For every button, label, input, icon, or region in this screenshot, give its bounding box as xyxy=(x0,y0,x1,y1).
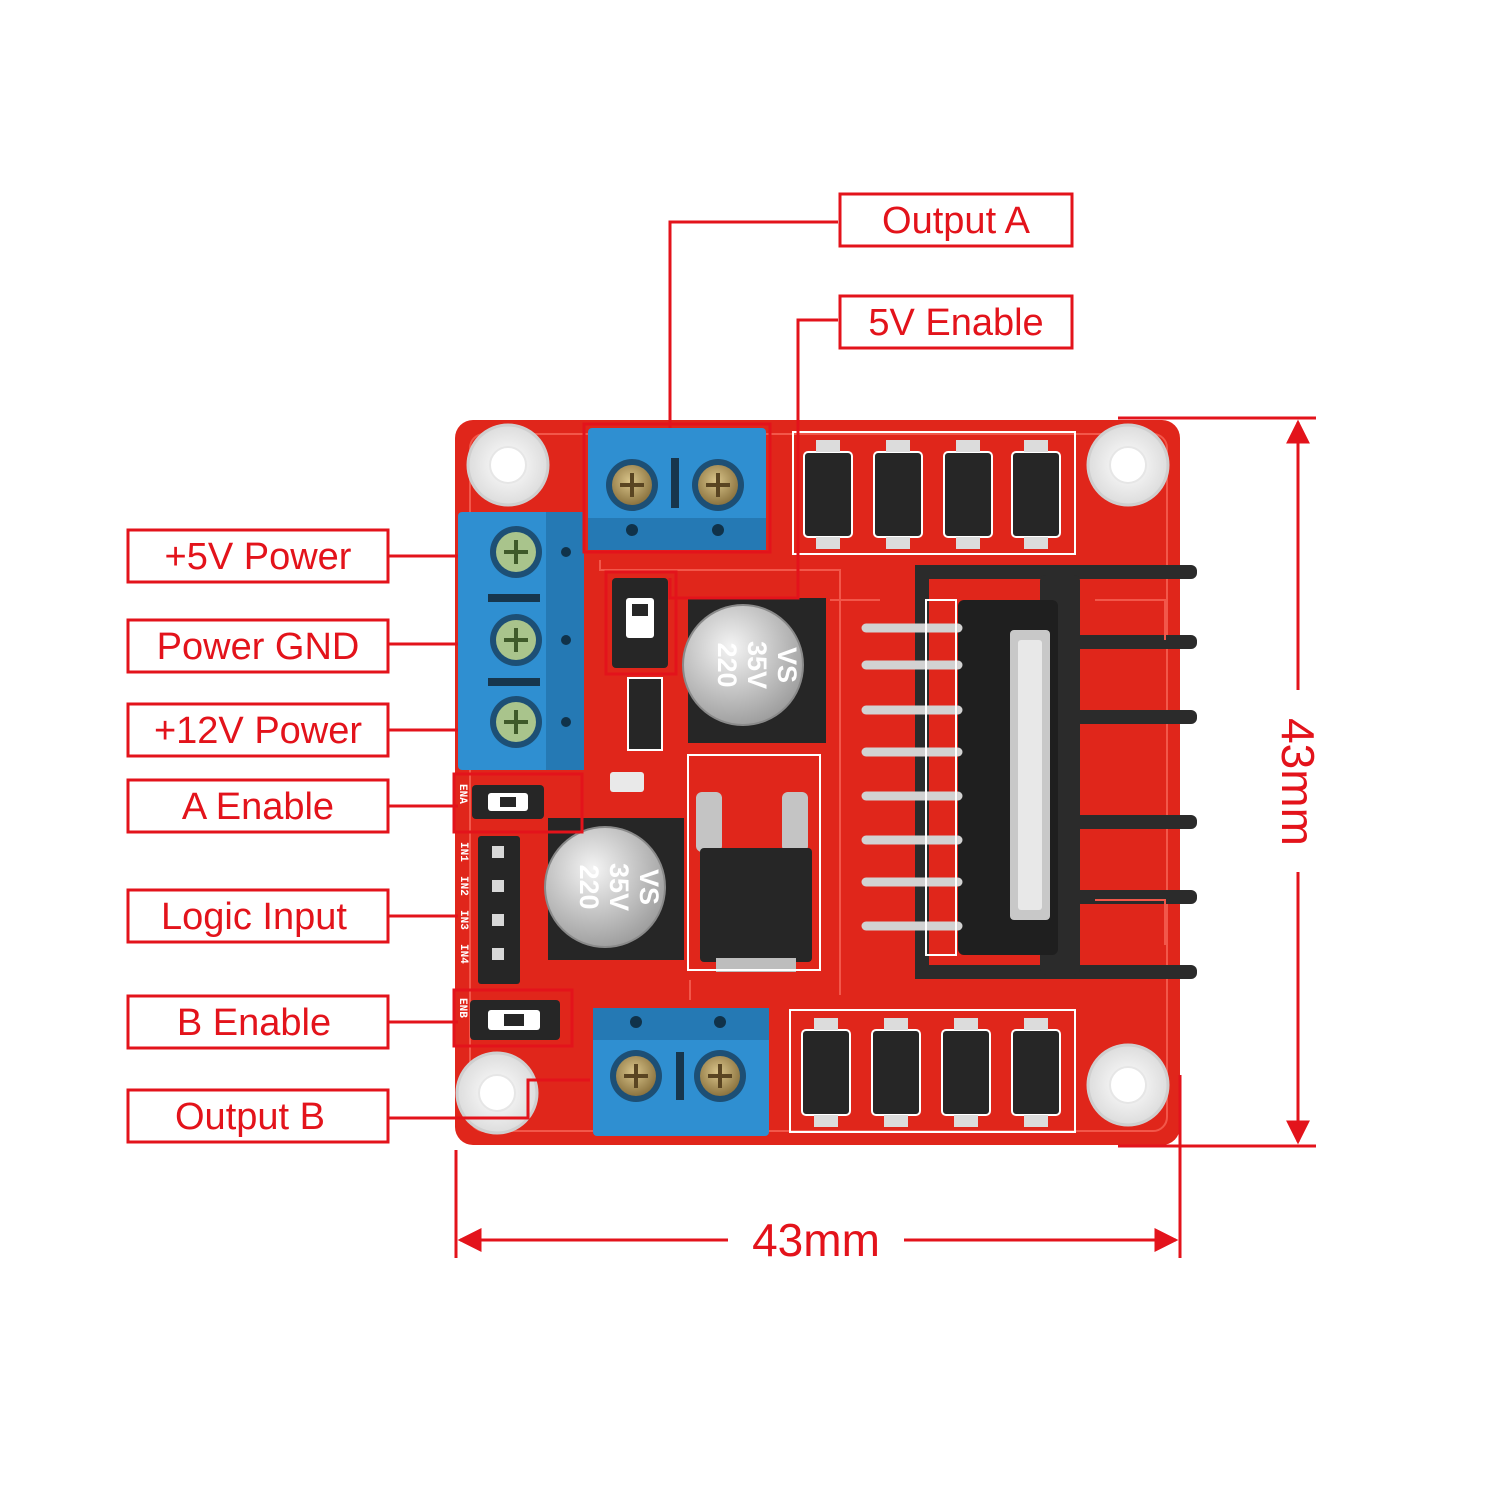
a-enable-jumper: ENA xyxy=(456,784,544,819)
capacitor-bottom-line3: VS xyxy=(634,869,664,905)
callout-plus12v-power: +12V Power xyxy=(126,702,390,758)
screw-icon xyxy=(694,1050,746,1102)
dimension-width: 43mm xyxy=(454,1075,1182,1266)
smd-resistor xyxy=(627,677,663,751)
voltage-regulator xyxy=(687,754,821,972)
callout-five-v-enable: 5V Enable xyxy=(838,294,1074,350)
screw-icon xyxy=(490,526,542,578)
callout-b-enable: B Enable xyxy=(126,994,390,1050)
pin-label-ena: ENA xyxy=(456,784,468,804)
pin-label-in1: IN1 xyxy=(457,842,469,862)
power-terminal xyxy=(458,512,584,770)
l298n-driver-chip xyxy=(861,565,1197,979)
callout-logic-input: Logic Input xyxy=(126,888,390,944)
pin-label-enb: ENB xyxy=(456,998,468,1018)
label-logic-input: Logic Input xyxy=(161,896,347,938)
callout-output-b: Output B xyxy=(126,1088,390,1144)
pcb-traces xyxy=(599,560,1166,1000)
screw-icon xyxy=(610,1050,662,1102)
five-v-enable-jumper xyxy=(612,578,668,668)
screw-icon xyxy=(692,459,744,511)
label-plus5v-power: +5V Power xyxy=(165,536,352,578)
capacitor-top-line3: VS xyxy=(772,647,802,683)
callout-power-gnd: Power GND xyxy=(126,618,390,674)
label-output-a: Output A xyxy=(882,200,1031,242)
capacitor-top-line2: 35V xyxy=(742,641,772,689)
callout-plus5v-power: +5V Power xyxy=(126,528,390,584)
diode-row-bottom xyxy=(789,1009,1076,1133)
led-indicator xyxy=(610,772,644,792)
callout-lines xyxy=(388,220,838,1120)
capacitor-bottom-line2: 35V xyxy=(604,863,634,911)
screw-icon xyxy=(490,614,542,666)
capacitor-bottom: 220 35V VS xyxy=(544,818,684,960)
callout-left-lines xyxy=(388,422,772,1048)
screw-icon xyxy=(606,459,658,511)
capacitor-top: 220 35V VS xyxy=(682,598,826,743)
logic-input-header: IN1 IN2 IN3 IN4 xyxy=(457,836,520,984)
pin-label-in4: IN4 xyxy=(457,944,469,964)
pin-label-in2: IN2 xyxy=(457,876,469,896)
screw-icon xyxy=(490,696,542,748)
label-a-enable: A Enable xyxy=(182,786,334,828)
callout-a-enable: A Enable xyxy=(126,778,390,834)
mounting-hole-icon xyxy=(455,1051,539,1135)
mounting-hole-icon xyxy=(466,423,550,507)
b-enable-jumper: ENB xyxy=(456,998,560,1040)
capacitor-top-line1: 220 xyxy=(712,642,742,687)
dimension-height: 43mm xyxy=(1118,416,1324,1148)
label-five-v-enable: 5V Enable xyxy=(868,302,1043,344)
mounting-hole-icon xyxy=(1086,423,1170,507)
output-b-terminal xyxy=(593,1008,769,1136)
mounting-hole-icon xyxy=(1086,1043,1170,1127)
label-output-b: Output B xyxy=(175,1096,325,1138)
label-b-enable: B Enable xyxy=(177,1002,331,1044)
dimension-width-label: 43mm xyxy=(752,1214,880,1266)
pcb-board: 220 35V VS 220 35V VS ENA xyxy=(455,420,1197,1145)
callout-output-a: Output A xyxy=(838,192,1074,248)
diode-row-top xyxy=(792,431,1076,555)
label-plus12v-power: +12V Power xyxy=(154,710,362,752)
output-a-terminal xyxy=(588,428,766,550)
label-power-gnd: Power GND xyxy=(157,626,360,668)
pin-label-in3: IN3 xyxy=(457,910,469,930)
capacitor-bottom-line1: 220 xyxy=(574,864,604,909)
dimension-height-label: 43mm xyxy=(1272,718,1324,846)
